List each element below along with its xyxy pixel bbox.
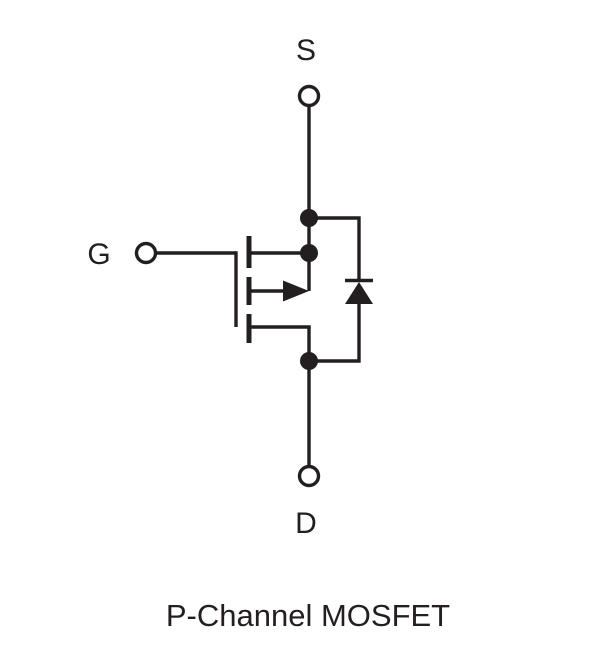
source-label: S xyxy=(296,34,316,67)
gate-label: G xyxy=(87,238,110,271)
p-channel-arrow-icon xyxy=(283,280,309,302)
source-terminal xyxy=(297,84,321,218)
drain-terminal xyxy=(297,361,321,488)
body-connection xyxy=(249,280,309,302)
diode-bottom-wire xyxy=(309,304,361,363)
junction-dot-source xyxy=(300,209,318,227)
diode-triangle-icon xyxy=(345,282,373,304)
diode-top-wire xyxy=(309,216,361,279)
diagram-caption: P-Channel MOSFET xyxy=(166,598,450,633)
gate-terminal xyxy=(134,241,238,327)
junction-dot-channel-source xyxy=(300,244,318,262)
drain-label: D xyxy=(295,507,317,540)
junction-dot-drain xyxy=(300,352,318,370)
body-diode xyxy=(309,216,373,363)
drain-pin-circle xyxy=(297,464,321,488)
gate-pin-circle xyxy=(134,241,158,265)
source-pin-circle xyxy=(297,84,321,108)
